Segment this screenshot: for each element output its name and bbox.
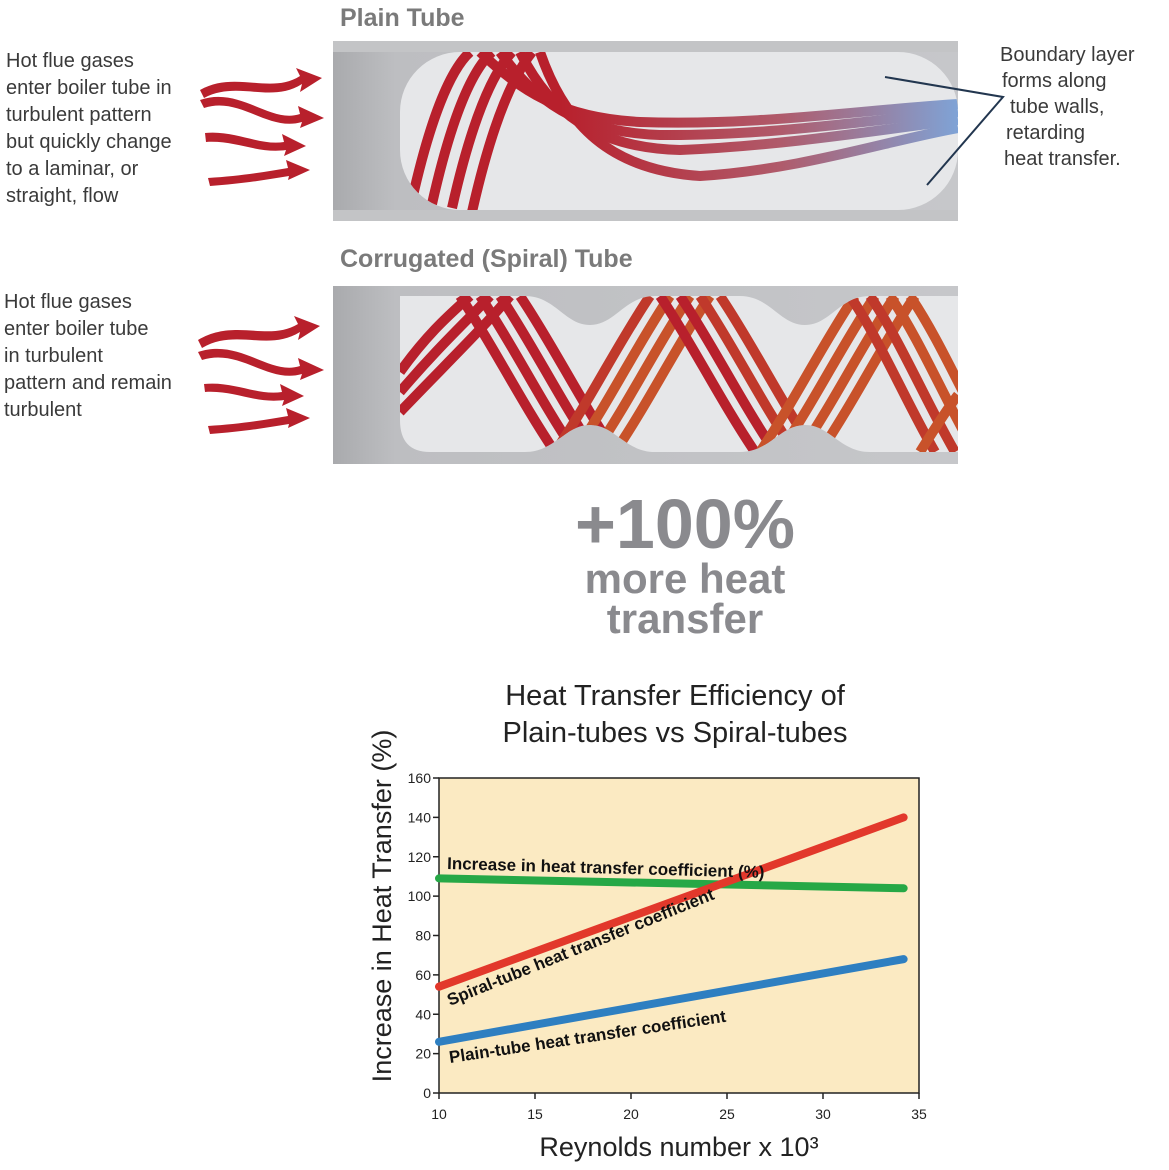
arrow-icon [204, 383, 304, 406]
description-line: but quickly change [6, 131, 172, 153]
chart-title: Heat Transfer Efficiency of Plain-tubes … [380, 678, 970, 752]
callout-pointer [884, 76, 1005, 186]
plain-tube [333, 41, 1005, 221]
description-line: in turbulent [4, 345, 103, 367]
description-line: turbulent [4, 399, 82, 421]
arrow-icon [208, 160, 310, 186]
callout-line: forms along [1002, 70, 1107, 92]
chart-title-line: Plain-tubes vs Spiral-tubes [502, 717, 848, 749]
plain-tube-description: Hot flue gases enter boiler tube in turb… [6, 48, 172, 210]
arrow-icon [208, 408, 310, 434]
x-tick-label: 20 [623, 1106, 639, 1122]
plain-tube-flow [407, 52, 958, 210]
increase-coefficient-line [435, 874, 908, 893]
arrow-icon [205, 132, 306, 156]
spiral-tube [333, 286, 958, 464]
x-tick-label: 15 [527, 1106, 543, 1122]
x-tick-label: 35 [911, 1106, 927, 1122]
y-tick-label: 20 [415, 1046, 431, 1062]
description-line: pattern and remain [4, 372, 172, 394]
y-tick-label: 120 [408, 849, 432, 865]
y-tick-label: 100 [408, 888, 432, 904]
spiral-tube-description: Hot flue gases enter boiler tube in turb… [4, 289, 172, 424]
description-line: enter boiler tube in [6, 77, 172, 99]
spiral-tube-line [435, 813, 908, 991]
x-axis-label: Reynolds number x 10³ [539, 1132, 818, 1162]
y-tick-label: 0 [423, 1085, 431, 1101]
description-line: to a laminar, or [6, 158, 139, 180]
arrow-icon [200, 96, 324, 128]
y-axis-label: Increase in Heat Transfer (%) [367, 730, 397, 1083]
boundary-layer-callout: Boundary layer forms along tube walls, r… [1000, 42, 1135, 172]
y-tick-label: 160 [408, 770, 432, 786]
y-tick-label: 40 [415, 1006, 431, 1022]
spiral-tube-title: Corrugated (Spiral) Tube [340, 245, 633, 273]
callout-line: Boundary layer [1000, 44, 1135, 66]
callout-line: retarding [1006, 122, 1085, 144]
x-tick-label: 25 [719, 1106, 735, 1122]
y-tick-label: 80 [415, 928, 431, 944]
description-line: enter boiler tube [4, 318, 149, 340]
y-axis: 0 20 40 60 80 100 120 140 160 [408, 770, 439, 1101]
description-line: turbulent pattern [6, 104, 152, 126]
y-tick-label: 60 [415, 967, 431, 983]
plain-tube-title: Plain Tube [340, 4, 465, 32]
description-line: straight, flow [6, 185, 119, 207]
spiral-inflow-arrows [198, 316, 324, 434]
x-tick-label: 30 [815, 1106, 831, 1122]
heat-transfer-label-line2: transfer [606, 595, 764, 642]
x-axis: 10 15 20 25 30 35 [431, 1093, 927, 1122]
y-tick-label: 140 [408, 809, 432, 825]
heat-transfer-percent: +100% [575, 485, 795, 563]
spiral-tube-flow [400, 296, 958, 452]
heat-transfer-label-line1: more heat [584, 555, 786, 602]
callout-line: tube walls, [1010, 96, 1105, 118]
x-tick-label: 10 [431, 1106, 447, 1122]
description-line: Hot flue gases [6, 50, 134, 72]
callout-line: heat transfer. [1004, 148, 1121, 170]
plain-tube-line [435, 955, 908, 1046]
tube-diagrams [198, 41, 1005, 464]
arrow-icon [200, 68, 322, 98]
plot-area [438, 777, 920, 1094]
series-lines [435, 813, 908, 1046]
arrow-icon [198, 316, 320, 348]
plain-inflow-arrows [200, 68, 324, 186]
arrow-icon [198, 348, 324, 380]
chart-title-line: Heat Transfer Efficiency of [505, 680, 845, 712]
description-line: Hot flue gases [4, 291, 132, 313]
